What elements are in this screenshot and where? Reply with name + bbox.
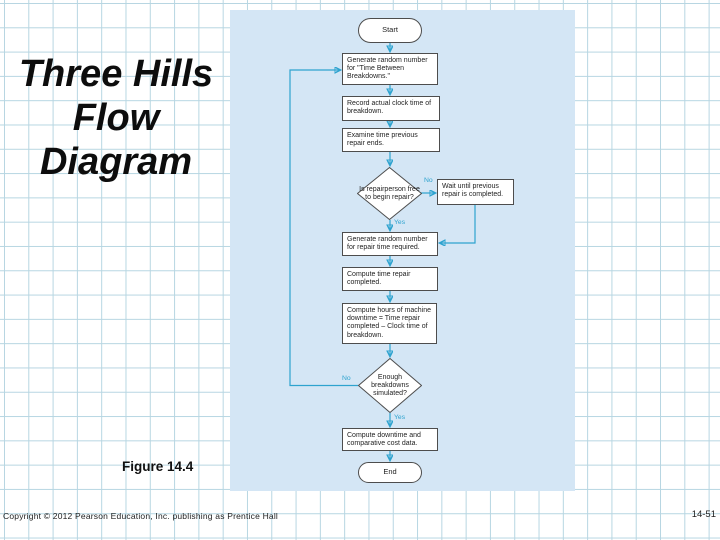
- flow-node-repairperson-free: Is repairperson free to begin repair?: [357, 167, 422, 220]
- connector-wait-to-generate-repair: [440, 205, 476, 243]
- flow-node-compute-time: Compute time repair completed.: [342, 267, 438, 291]
- copyright-text: Copyright © 2012 Pearson Education, Inc.…: [3, 511, 279, 521]
- flow-node-wait-previous: Wait until previous repair is completed.: [437, 179, 514, 205]
- flow-node-generate-repair: Generate random number for repair time r…: [342, 232, 438, 256]
- slide-title-line-2: Flow: [72, 97, 160, 139]
- diamond-shape: [357, 167, 422, 220]
- flow-node-compute-downtime: Compute downtime and comparative cost da…: [342, 428, 438, 451]
- flow-diagram-panel: Start Generate random number for "Time B…: [230, 10, 575, 491]
- connector-diamond2-no-loop: [289, 70, 358, 387]
- figure-caption: Figure 14.4: [122, 459, 194, 474]
- flow-node-record-clock: Record actual clock time of breakdown.: [342, 96, 440, 121]
- edge-label-yes-enough: Yes: [394, 414, 406, 421]
- diamond-shape: [358, 358, 422, 413]
- flow-node-repairperson-free-label: Is repairperson free to begin repair?: [359, 185, 420, 201]
- flow-connectors: [289, 43, 476, 491]
- slide-number: 14-51: [691, 509, 716, 520]
- edge-label-no-enough: No: [342, 375, 351, 382]
- flow-node-end: End: [358, 462, 422, 483]
- flow-node-compute-hours: Compute hours of machine downtime = Time…: [342, 303, 437, 344]
- flow-node-examine-previous: Examine time previous repair ends.: [342, 128, 440, 152]
- flow-node-enough-breakdowns-label: Enough breakdowns simulated?: [371, 373, 409, 397]
- flow-node-start: Start: [358, 18, 422, 43]
- edge-label-yes-repairperson: Yes: [394, 219, 406, 226]
- slide-title-line-3: Diagram: [39, 141, 193, 183]
- slide-title-line-1: Three Hills: [18, 53, 214, 95]
- edge-label-no-repairperson: No: [424, 177, 433, 184]
- flow-node-generate-tbb: Generate random number for "Time Between…: [342, 53, 438, 85]
- flow-node-enough-breakdowns: Enough breakdowns simulated?: [358, 358, 422, 413]
- slide-title: Three Hills Flow Diagram: [0, 52, 232, 184]
